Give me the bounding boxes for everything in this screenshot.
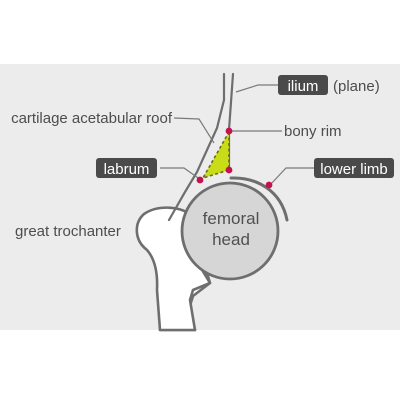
label-bony-rim: bony rim	[284, 123, 342, 140]
cartilage-acetabular-roof	[201, 128, 230, 180]
ilium-plate	[167, 72, 226, 222]
label-cartilage-acetabular-roof: cartilage acetabular roof	[11, 110, 173, 127]
leader-lines	[160, 84, 314, 186]
marker-bony-rim	[225, 127, 233, 135]
marker-roof-base	[225, 166, 233, 174]
label-ilium-note: (plane)	[333, 78, 380, 95]
label-great-trochanter: great trochanter	[15, 223, 121, 240]
femoral-head	[180, 181, 280, 281]
label-lower-limb: lower limb	[320, 161, 388, 178]
tag-box-lower-limb	[314, 158, 394, 178]
leader-lower-limb	[269, 167, 314, 186]
acetabulum-rim	[229, 176, 289, 222]
label-ilium: ilium	[288, 78, 319, 95]
label-femoral: femoral	[203, 209, 260, 228]
tag-box-labrum	[96, 158, 157, 178]
tag-box-ilium	[278, 75, 328, 95]
leader-ilium	[235, 84, 278, 93]
leader-labrum	[160, 167, 202, 181]
label-labrum: labrum	[104, 161, 150, 178]
marker-labrum	[196, 176, 204, 184]
greater-trochanter	[135, 206, 212, 332]
leader-cartilage	[173, 117, 215, 144]
marker-lower-limb	[265, 181, 273, 189]
label-head: head	[212, 230, 250, 249]
